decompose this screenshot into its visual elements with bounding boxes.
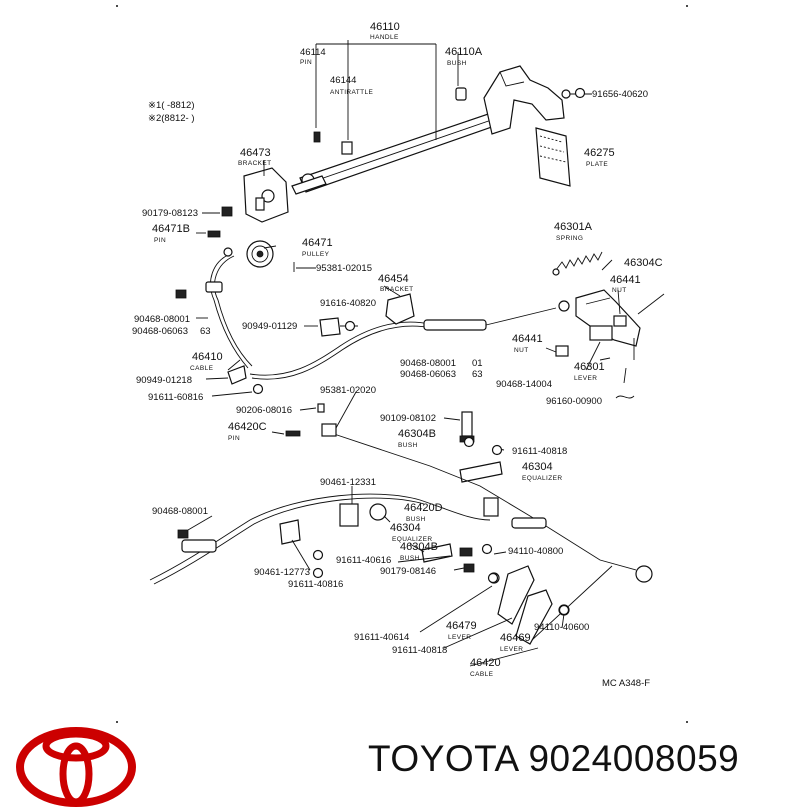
part-number-label: 90468-14004 bbox=[496, 379, 552, 390]
part-number-label: 94110-40800 bbox=[508, 546, 563, 557]
part-name-label: PLATE bbox=[586, 161, 608, 168]
toyota-logo bbox=[16, 727, 136, 807]
part-number-label: 90179-08123 bbox=[142, 208, 198, 219]
part-name-label: EQUALIZER bbox=[522, 475, 562, 482]
leader-lines bbox=[187, 40, 627, 667]
part-name-label: LEVER bbox=[448, 634, 471, 641]
part-number-label: 63 bbox=[200, 326, 211, 337]
drawing-code: MC A348-F bbox=[602, 678, 650, 689]
model-range-note: ※2(8812- ) bbox=[148, 113, 195, 124]
part-number-label: 46304C bbox=[624, 257, 663, 269]
part-number-label: 91616-40820 bbox=[320, 298, 376, 309]
part-number-label: 95381-02015 bbox=[316, 263, 372, 274]
part-number-label: 91611-40614 bbox=[354, 632, 409, 643]
part-number-label: 63 bbox=[472, 369, 483, 380]
part-number-label: 90461-12331 bbox=[320, 477, 376, 488]
part-number-label: 46420 bbox=[470, 657, 501, 669]
part-name-label: LEVER bbox=[500, 646, 523, 653]
part-number-label: 90468-08001 bbox=[400, 358, 456, 369]
part-number-label: 94110-40600 bbox=[534, 622, 589, 633]
part-number-label: 46479 bbox=[446, 620, 477, 632]
part-number-label: 46275 bbox=[584, 147, 615, 159]
part-number-label: 46410 bbox=[192, 351, 223, 363]
part-number-label: 96160-00900 bbox=[546, 396, 602, 407]
part-number-label: 90468-06063 bbox=[400, 369, 456, 380]
callout-markers bbox=[252, 87, 586, 616]
part-name-label: BUSH bbox=[447, 60, 467, 67]
part-number-label: 91656-40620 bbox=[592, 89, 648, 100]
part-number-label: 46304 bbox=[522, 461, 553, 473]
part-number-label: 95381-02020 bbox=[320, 385, 376, 396]
part-number-label: 91611-40816 bbox=[288, 579, 343, 590]
model-range-note: ※1( -8812) bbox=[148, 100, 195, 111]
part-number-label: 46110 bbox=[370, 21, 400, 33]
part-number-label: 91611-40818 bbox=[392, 645, 447, 656]
part-number-label: 46471B bbox=[152, 223, 190, 235]
part-number-label: 90461-12773 bbox=[254, 567, 310, 578]
part-name-label: HANDLE bbox=[370, 34, 399, 41]
part-number-label: 46441 bbox=[610, 274, 641, 286]
parts-drawing bbox=[149, 65, 665, 645]
part-name-label: BUSH bbox=[398, 442, 418, 449]
part-name-label: LEVER bbox=[574, 375, 597, 382]
part-number-label: 46304 bbox=[390, 522, 421, 534]
part-number-label: 46301A bbox=[554, 221, 593, 233]
part-number-label: 90949-01218 bbox=[136, 375, 192, 386]
part-number-label: 90468-08001 bbox=[134, 314, 190, 325]
part-number-label: 46473 bbox=[240, 147, 271, 159]
part-number-label: 46441 bbox=[512, 333, 543, 345]
part-name-label: BUSH bbox=[400, 555, 420, 562]
brand-name: TOYOTA bbox=[368, 738, 518, 779]
part-name-label: CABLE bbox=[190, 365, 214, 372]
part-number: 9024008059 bbox=[528, 738, 740, 779]
part-name-label: PULLEY bbox=[302, 251, 330, 258]
part-name-label: PIN bbox=[154, 237, 166, 244]
part-number-label: 01 bbox=[472, 358, 483, 369]
part-name-label: CABLE bbox=[470, 671, 494, 678]
part-number-label: 46420C bbox=[228, 421, 267, 433]
part-name-label: NUT bbox=[612, 287, 627, 294]
part-number-label: 90179-08146 bbox=[380, 566, 436, 577]
part-number-label: 90468-06063 bbox=[132, 326, 188, 337]
corner-marks bbox=[116, 5, 688, 723]
part-number-label: 46301 bbox=[574, 361, 605, 373]
part-number-label: 46114 bbox=[300, 47, 326, 58]
part-name-label: ANTIRATTLE bbox=[330, 89, 374, 96]
part-number-label: 46469 bbox=[500, 632, 531, 644]
part-name-label: PIN bbox=[300, 59, 312, 66]
part-name-label: BUSH bbox=[406, 516, 426, 523]
part-name-label: NUT bbox=[514, 347, 529, 354]
part-number-label: 46454 bbox=[378, 273, 409, 285]
part-name-label: BRACKET bbox=[238, 160, 272, 167]
part-number-label: 46144 bbox=[330, 75, 356, 86]
part-number-label: 46304B bbox=[400, 541, 438, 553]
part-number-label: 90949-01129 bbox=[242, 321, 297, 332]
part-number-label: 91611-40616 bbox=[336, 555, 391, 566]
part-labels: 46110 HANDLE 46114 PIN 46110A BUSH 46144… bbox=[132, 21, 663, 689]
part-number-label: 90206-08016 bbox=[236, 405, 292, 416]
brand-part-heading: TOYOTA 9024008059 bbox=[368, 738, 739, 780]
part-name-label: PIN bbox=[228, 435, 240, 442]
part-number-label: 46471 bbox=[302, 237, 333, 249]
part-number-label: 91611-40818 bbox=[512, 446, 567, 457]
part-number-label: 90109-08102 bbox=[380, 413, 436, 424]
part-name-label: EQUALIZER bbox=[392, 536, 432, 543]
part-number-label: 91611-60816 bbox=[148, 392, 203, 403]
part-name-label: BRACKET bbox=[380, 286, 414, 293]
part-number-label: 46110A bbox=[445, 46, 483, 58]
part-number-label: 90468-08001 bbox=[152, 506, 208, 517]
part-number-label: 46420D bbox=[404, 502, 443, 514]
part-number-label: 46304B bbox=[398, 428, 436, 440]
part-name-label: SPRING bbox=[556, 235, 583, 242]
